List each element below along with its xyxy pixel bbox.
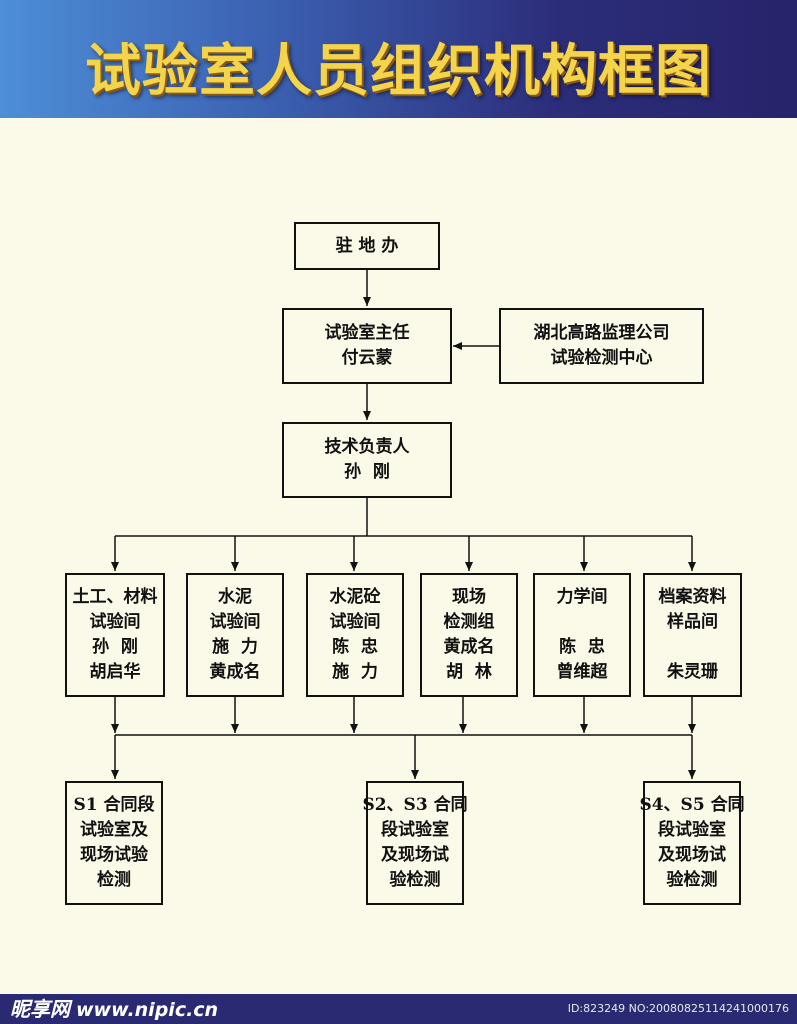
node-line: 现场 <box>452 587 486 607</box>
node-line: 试验间 <box>89 612 141 632</box>
node-line: 水泥砼 <box>329 587 381 607</box>
node-archive-room: 档案资料 样品间 朱灵珊 <box>643 573 742 697</box>
node-line: 验检测 <box>389 870 441 890</box>
node-line: 黄成名 <box>443 637 495 657</box>
node-line: S4、S5 合同 <box>639 795 745 815</box>
node-line <box>690 635 696 660</box>
node-line: 孙 刚 <box>92 637 138 657</box>
node-line: 试验室主任 <box>324 323 410 343</box>
node-line: 孙 刚 <box>344 462 390 482</box>
node-line: 黄成名 <box>209 662 261 682</box>
page-title: 试验室人员组织机构框图 <box>85 38 712 104</box>
node-line: 试验间 <box>329 612 381 632</box>
node-cement-lab: 水泥 试验间 施 力 黄成名 <box>186 573 284 697</box>
node-line: 及现场试 <box>381 845 449 865</box>
node-line: 陈 忠 <box>332 637 378 657</box>
node-field-group: 现场 检测组 黄成名 胡 林 <box>420 573 518 697</box>
node-technical: 技术负责人 孙 刚 <box>282 422 452 498</box>
node-line: S2、S3 合同 <box>362 795 468 815</box>
node-line: 土工、材料 <box>72 587 158 607</box>
node-soil-lab: 土工、材料 试验间 孙 刚 胡启华 <box>65 573 165 697</box>
node-line: 段试验室 <box>381 820 449 840</box>
node-line: 朱灵珊 <box>667 662 718 682</box>
node-office: 驻 地 办 <box>294 222 440 270</box>
node-line: 水泥 <box>218 587 252 607</box>
node-line: 档案资料 <box>658 587 727 607</box>
footer-bar <box>0 994 797 1024</box>
node-line: 胡启华 <box>89 662 141 682</box>
node-line: 样品间 <box>667 612 718 632</box>
image-id-label: ID:823249 NO:20080825114241000176 <box>567 1002 789 1015</box>
node-line: S1 合同段 <box>73 795 155 815</box>
site-logo: 昵享网 www.nipic.cn <box>10 996 218 1022</box>
node-line: 胡 林 <box>446 662 492 682</box>
node-line: 陈 忠 <box>559 637 605 657</box>
node-line: 检测 <box>97 870 131 890</box>
node-director: 试验室主任 付云蒙 <box>282 308 452 384</box>
node-supervisor: 湖北高路监理公司 试验检测中心 <box>499 308 704 384</box>
node-line: 试验检测中心 <box>550 348 653 368</box>
node-line: 验检测 <box>666 870 718 890</box>
node-line: 力学间 <box>556 587 608 607</box>
site-url: www.nipic.cn <box>76 999 219 1021</box>
node-line: 试验室及 <box>80 820 148 840</box>
logo-text: 昵享网 <box>10 997 70 1021</box>
node-line: 施 力 <box>332 662 378 682</box>
node-s1-section: S1 合同段 试验室及 现场试验 检测 <box>65 781 163 905</box>
node-line: 施 力 <box>212 637 258 657</box>
node-line: 现场试验 <box>80 845 148 865</box>
node-s2s3-section: S2、S3 合同 段试验室 及现场试 验检测 <box>362 781 468 905</box>
node-line: 驻 地 办 <box>335 235 399 256</box>
node-s4s5-section: S4、S5 合同 段试验室 及现场试 验检测 <box>639 781 745 905</box>
node-line: 检测组 <box>443 612 495 632</box>
node-line: 付云蒙 <box>341 348 393 368</box>
node-concrete-lab: 水泥砼 试验间 陈 忠 施 力 <box>306 573 404 697</box>
node-line: 试验间 <box>209 612 261 632</box>
header-banner <box>0 0 797 118</box>
node-line: 及现场试 <box>658 845 726 865</box>
node-line: 段试验室 <box>658 820 726 840</box>
node-line <box>579 610 585 635</box>
node-line: 技术负责人 <box>324 437 410 457</box>
node-mechanics-lab: 力学间 陈 忠 曾维超 <box>533 573 631 697</box>
node-line: 曾维超 <box>556 662 608 682</box>
node-line: 湖北高路监理公司 <box>533 323 670 343</box>
